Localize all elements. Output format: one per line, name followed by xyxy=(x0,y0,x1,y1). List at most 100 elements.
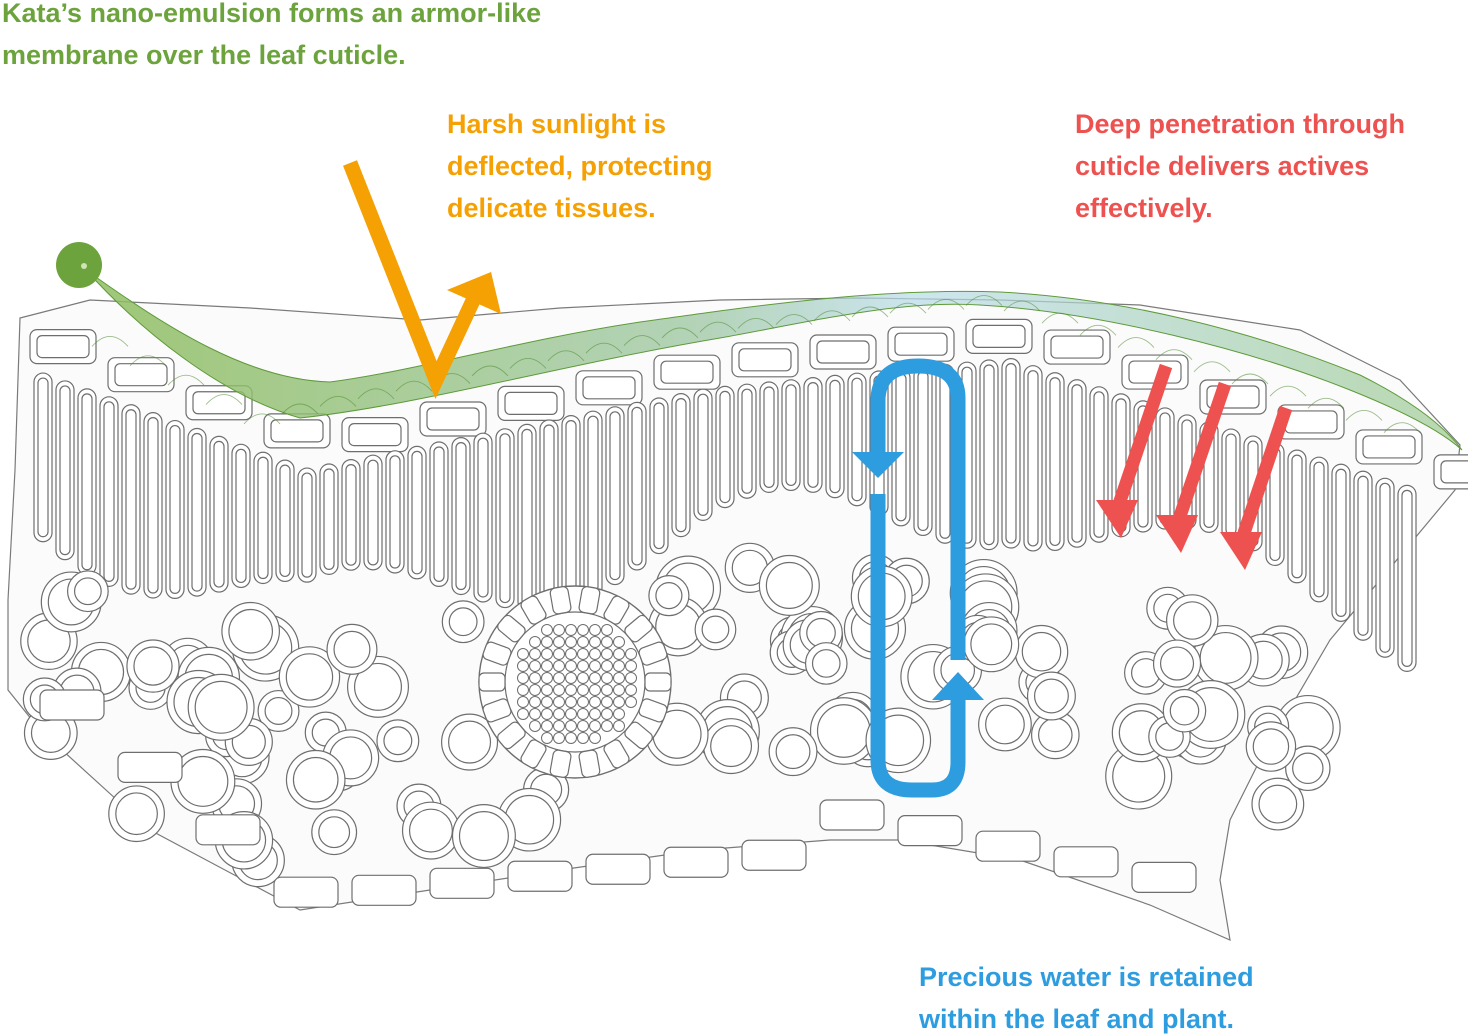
palisade-cell-inner xyxy=(1159,412,1171,525)
xylem-vessel xyxy=(613,672,625,684)
mesophyll-cell-inner xyxy=(710,725,753,768)
bundle-sheath-cell xyxy=(520,739,547,769)
xylem-vessel xyxy=(613,648,625,660)
membrane-scale xyxy=(965,295,1003,306)
xylem-vessel xyxy=(553,696,565,708)
mesophyll-cell-inner xyxy=(1173,601,1212,640)
epidermis-cell-inner xyxy=(270,419,324,443)
sunlight-deflection-arrow-icon xyxy=(343,160,501,399)
xylem-vessel xyxy=(577,684,589,696)
mesophyll-cell-inner xyxy=(448,607,478,637)
palisade-cell-inner xyxy=(1313,461,1325,598)
palisade-cell-inner xyxy=(609,411,621,581)
epidermis-cell-inner xyxy=(738,348,792,372)
mesophyll-cell-inner xyxy=(1252,728,1290,765)
epidermis-cell-inner xyxy=(1050,335,1104,359)
xylem-vessel xyxy=(541,624,553,636)
palisade-cell-inner xyxy=(499,433,511,604)
palisade-cell-inner xyxy=(147,417,159,594)
palisade-cell-inner xyxy=(81,393,93,571)
bundle-sheath-cell xyxy=(578,749,601,778)
mesophyll-cell-inner xyxy=(985,704,1025,745)
bundle-sheath-cell xyxy=(497,614,526,643)
palisade-cell-inner xyxy=(587,415,599,593)
palisade-cell-inner xyxy=(653,402,665,550)
epidermis-cell-inner xyxy=(894,332,948,356)
palisade-cell-inner xyxy=(279,464,291,578)
palisade-cell-inner xyxy=(323,468,335,570)
palisade-cell-inner xyxy=(939,368,951,539)
xylem-vessel xyxy=(541,708,553,720)
bundle-sheath-cell xyxy=(638,641,668,666)
palisade-cell-inner xyxy=(433,446,445,583)
bundle-sheath-cell xyxy=(603,739,630,769)
bundle-sheath-cell xyxy=(482,698,512,723)
epidermis-cell-inner xyxy=(192,391,246,415)
xylem-vessel xyxy=(601,624,613,636)
penetration-arrows-icon xyxy=(1096,363,1293,570)
xylem-vessel xyxy=(601,708,613,720)
palisade-cell-inner xyxy=(257,456,269,580)
lower-epidermis-cell xyxy=(195,814,261,846)
xylem-vessel xyxy=(613,684,625,696)
mesophyll-cell-inner xyxy=(1038,717,1073,753)
epidermis-cell-inner xyxy=(36,335,90,359)
bundle-sheath-cell xyxy=(624,721,653,750)
mesophyll-cell-inner xyxy=(408,808,453,853)
mesophyll-cell-inner xyxy=(115,792,158,836)
xylem-vessel xyxy=(565,648,577,660)
membrane-scale xyxy=(205,394,243,405)
xylem-vessel xyxy=(553,660,565,672)
xylem-vessel xyxy=(565,684,577,696)
membrane-scale xyxy=(319,395,357,407)
epidermis-cell-inner xyxy=(1362,435,1416,459)
xylem-vessel xyxy=(517,684,529,696)
xylem-vessel xyxy=(577,708,589,720)
xylem-vessel xyxy=(625,648,637,660)
penetration-caption-line: effectively. xyxy=(1075,193,1213,223)
mesophyll-cell-inner xyxy=(1021,631,1062,672)
xylem-vessel xyxy=(613,720,625,732)
xylem-vessel xyxy=(601,648,613,660)
palisade-cell-inner xyxy=(235,448,247,584)
mesophyll-cell-inner xyxy=(177,755,229,807)
membrane-scale xyxy=(1003,300,1041,312)
bundle-sheath-cell xyxy=(478,672,506,692)
xylem-vessel xyxy=(517,696,529,708)
xylem-vessel xyxy=(541,732,553,744)
xylem-vessel xyxy=(625,672,637,684)
xylem-vessel xyxy=(577,696,589,708)
xylem-vessel xyxy=(529,708,541,720)
membrane-scale xyxy=(1079,324,1117,336)
mesophyll-cell-inner xyxy=(285,653,334,701)
water-caption: Precious water is retained within the le… xyxy=(919,956,1254,1036)
xylem-vessel xyxy=(577,648,589,660)
xylem-vessel xyxy=(589,708,601,720)
xylem-vessel xyxy=(565,708,577,720)
lower-epidermis-cell xyxy=(117,751,183,784)
mesophyll-cell-inner xyxy=(458,811,509,862)
xylem-vessel xyxy=(541,672,553,684)
xylem-vessel xyxy=(565,636,577,648)
xylem-vessel xyxy=(577,624,589,636)
mesophyll-cell-inner xyxy=(353,662,402,711)
epidermis-cell-inner xyxy=(114,363,168,387)
xylem-vessel xyxy=(541,720,553,732)
lower-epidermis-cell xyxy=(507,860,573,892)
xylem-vessel xyxy=(589,696,601,708)
epidermis-cell-inner xyxy=(1440,460,1468,484)
xylem-vessel xyxy=(565,720,577,732)
bundle-sheath-cell xyxy=(549,586,572,615)
bundle-sheath-cell xyxy=(638,698,668,723)
palisade-cell-inner xyxy=(1225,433,1237,536)
xylem-vessel xyxy=(517,660,529,672)
membrane-scale xyxy=(585,342,623,354)
xylem-vessel xyxy=(553,636,565,648)
sunlight-caption-line: deflected, protecting xyxy=(447,151,713,181)
xylem-vessel xyxy=(553,720,565,732)
xylem-vessel xyxy=(613,696,625,708)
membrane-scale xyxy=(1231,373,1269,385)
palisade-cell-inner xyxy=(367,459,379,566)
xylem-vessel xyxy=(565,624,577,636)
